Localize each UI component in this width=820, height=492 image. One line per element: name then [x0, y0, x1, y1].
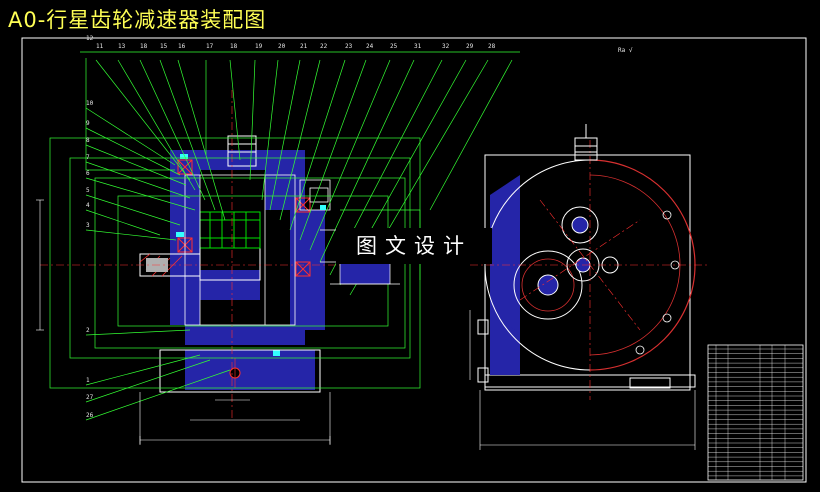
housing-top — [200, 150, 265, 170]
drawing-frame — [21, 37, 807, 483]
callout-number-top: 12 — [86, 35, 94, 42]
end-view — [469, 124, 710, 450]
housing-bottom — [185, 325, 305, 345]
callout-number-top: 32 — [442, 43, 450, 50]
callout-number-left: 6 — [86, 170, 90, 177]
base-outline — [159, 349, 321, 393]
drawing-title: A0-行星齿轮减速器装配图 — [8, 8, 267, 32]
callout-number-top: 29 — [466, 43, 474, 50]
bolt-holes — [635, 210, 680, 355]
callout-number-top: 18 — [230, 43, 238, 50]
callout-number-top: 23 — [345, 43, 353, 50]
roughness-symbol: Ra √ — [618, 47, 633, 54]
callout-number-top: 19 — [255, 43, 263, 50]
callout-number-top: 11 — [96, 43, 104, 50]
callout-number-left: 27 — [86, 394, 94, 401]
callout-number-top: 31 — [414, 43, 422, 50]
base-foot — [185, 350, 315, 390]
callout-number-top: 17 — [206, 43, 214, 50]
planet-gear-left — [513, 250, 583, 320]
callout-number-left: 1 — [86, 377, 90, 384]
callout-number-left: 5 — [86, 187, 90, 194]
planet-gear-top — [561, 206, 599, 244]
callout-number-top: 13 — [118, 43, 126, 50]
callout-number-top: 21 — [300, 43, 308, 50]
callout-number-top: 16 — [178, 43, 186, 50]
parts-list-table — [707, 344, 804, 481]
centerlines-left — [40, 90, 340, 420]
callout-number-left: 26 — [86, 412, 94, 419]
callout-number-top: 18 — [140, 43, 148, 50]
callout-number-top: 22 — [320, 43, 328, 50]
callout-number-left: 8 — [86, 137, 90, 144]
callout-number-left: 7 — [86, 154, 90, 161]
callout-number-top: 20 — [278, 43, 286, 50]
fasteners — [176, 154, 326, 356]
ring-gear-outline — [184, 174, 331, 326]
callout-number-top: 28 — [488, 43, 496, 50]
callout-number-top: 15 — [160, 43, 168, 50]
end-view-dims — [469, 310, 696, 450]
callout-number-left: 9 — [86, 120, 90, 127]
callout-number-top: 24 — [366, 43, 374, 50]
left-callout-labels: 10 9 8 7 6 5 4 3 2 1 27 26 — [86, 100, 94, 419]
watermark-label: 图文设计 — [336, 228, 492, 264]
housing-circle-left — [484, 159, 591, 371]
dimension-lines — [36, 199, 331, 445]
callout-number-top: 25 — [390, 43, 398, 50]
connector-lines — [320, 229, 400, 285]
callout-number-left: 2 — [86, 327, 90, 334]
vent-cap — [227, 135, 257, 167]
section-view — [40, 90, 340, 420]
callout-number-left: 10 — [86, 100, 94, 107]
sun-gear-detail — [199, 211, 261, 249]
callout-number-left: 3 — [86, 222, 90, 229]
callout-number-left: 4 — [86, 202, 90, 209]
centerlines-right — [470, 140, 710, 400]
planet-carrier — [200, 270, 260, 300]
breather-plug — [574, 137, 598, 161]
